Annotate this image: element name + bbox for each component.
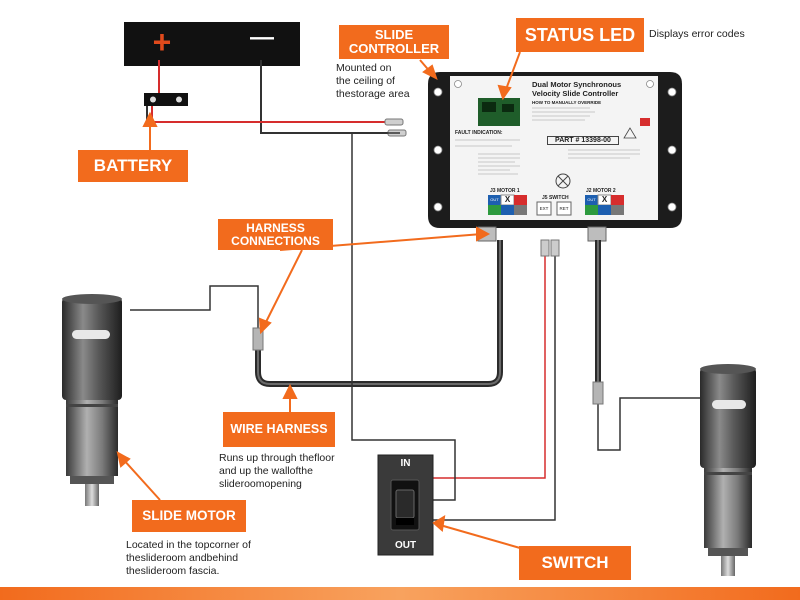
switch-callout: SWITCH <box>519 546 631 580</box>
switch-ret-connector <box>556 201 572 216</box>
battery-body <box>124 22 300 66</box>
controller-manual-override: HOW TO MANUALLY OVERRIDE <box>532 100 602 105</box>
battery-callout: BATTERY <box>78 150 188 182</box>
switch-black-wire <box>433 256 556 521</box>
controller-motor1-out-label: OUT <box>490 197 499 202</box>
switch-out-label: OUT <box>394 540 417 551</box>
controller-part-number: PART # 13398-00 <box>547 136 619 145</box>
bottom-accent-bar <box>0 587 800 600</box>
status-led-note: Displays error codes <box>649 28 745 40</box>
harness-wires <box>130 132 710 521</box>
switch <box>377 454 434 556</box>
wire-harness-note: Runs up through thefloor and up the wall… <box>219 452 335 491</box>
controller-motor2-out-label: OUT <box>587 197 596 202</box>
battery <box>124 22 300 106</box>
controller-ret-label: RET <box>559 206 569 211</box>
fused-wire <box>151 106 385 123</box>
slide-controller-callout: SLIDE CONTROLLER <box>339 25 449 59</box>
motor1-connector <box>488 194 527 215</box>
battery-minus-sign: — <box>250 24 274 51</box>
left-slide-motor <box>62 294 122 506</box>
switch-red-wire <box>433 256 546 479</box>
controller-motor1-x-label: X <box>504 195 511 204</box>
negative-wire <box>260 60 388 134</box>
slide-motor-note: Located in the topcorner of theslideroom… <box>126 539 251 578</box>
status-led-callout: STATUS LED <box>516 18 644 52</box>
battery-plus-sign: + <box>152 24 172 60</box>
motor2-connector <box>585 194 624 215</box>
switch-rocker <box>395 489 415 519</box>
controller-fault-heading: FAULT INDICATION: <box>455 130 503 136</box>
controller-ext-label: EXT <box>539 206 549 211</box>
harness-connections-callout: HARNESS CONNECTIONS <box>218 219 333 250</box>
slide-controller <box>428 72 682 242</box>
controller-motor2-label: J2 MOTOR 2 <box>586 188 616 194</box>
switch-ext-connector <box>536 201 552 216</box>
battery-terminal-block <box>144 93 188 106</box>
right-slide-motor <box>700 364 756 576</box>
slide-motor-callout: SLIDE MOTOR <box>132 500 246 532</box>
center-marker <box>555 173 571 189</box>
callout-leaders <box>116 51 521 549</box>
controller-switch-label: J5 SWITCH <box>542 195 569 201</box>
slide-controller-note: Mounted on the ceiling of thestorage are… <box>336 62 410 101</box>
controller-motor2-x-label: X <box>601 195 608 204</box>
controller-title: Dual Motor Synchronous Velocity Slide Co… <box>532 80 622 98</box>
wire-harness-callout: WIRE HARNESS <box>223 412 335 447</box>
controller-motor1-label: J3 MOTOR 1 <box>490 188 520 194</box>
switch-in-label: IN <box>400 458 411 469</box>
switch-battery-wire <box>351 132 456 501</box>
